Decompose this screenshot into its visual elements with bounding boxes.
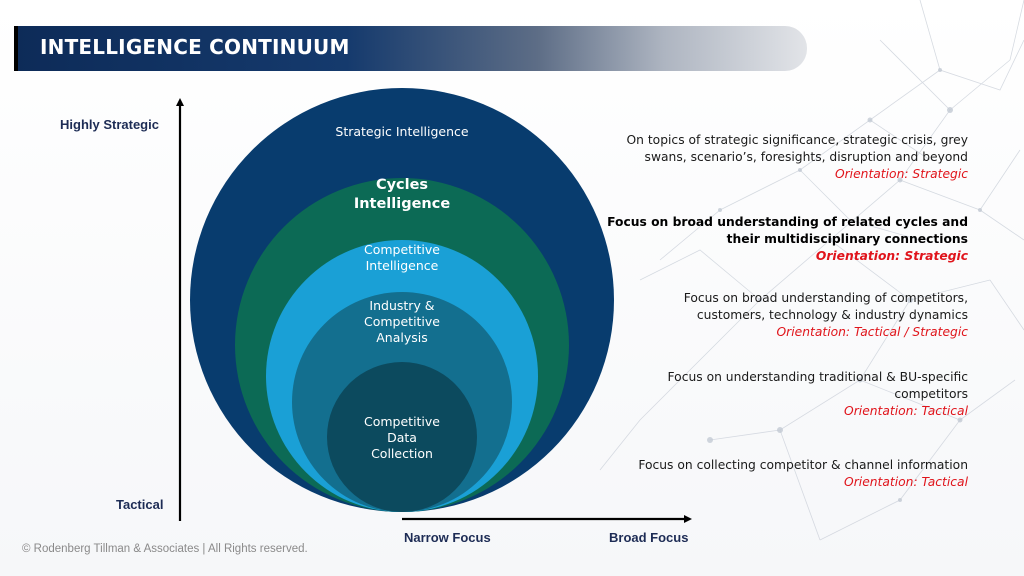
description-data-collection: Focus on collecting competitor & channel… [638, 457, 968, 491]
orientation-label: Orientation: Strategic [815, 249, 968, 263]
orientation-label: Orientation: Strategic [834, 167, 968, 181]
label-competitive-data-collection: Competitive Data Collection [363, 414, 440, 461]
description-industry: Focus on understanding traditional & BU-… [668, 369, 968, 420]
orientation-label: Orientation: Tactical [844, 475, 968, 489]
label-competitive-intelligence: Competitive Intelligence [363, 242, 440, 273]
description-text: Focus on understanding traditional & BU-… [667, 370, 968, 401]
circle-competitive-data-collection [327, 362, 477, 512]
page-title: INTELLIGENCE CONTINUUM [40, 35, 350, 59]
orientation-label: Orientation: Tactical [844, 404, 968, 418]
title-bar: INTELLIGENCE CONTINUUM [14, 26, 807, 71]
description-text: Focus on collecting competitor & channel… [638, 458, 968, 472]
description-text: Focus on broad understanding of related … [607, 215, 968, 246]
x-axis-right-label: Broad Focus [609, 530, 689, 545]
description-strategic: On topics of strategic significance, str… [626, 132, 968, 183]
label-strategic-intelligence: Strategic Intelligence [335, 124, 469, 139]
description-cycles: Focus on broad understanding of related … [607, 214, 968, 265]
y-axis-top-label: Highly Strategic [60, 117, 159, 132]
label-industry-analysis: Industry & Competitive Analysis [363, 298, 440, 345]
description-text: On topics of strategic significance, str… [626, 133, 968, 164]
copyright-footer: © Rodenberg Tillman & Associates | All R… [22, 543, 308, 555]
x-axis-left-label: Narrow Focus [404, 530, 491, 545]
y-axis-bottom-label: Tactical [116, 497, 164, 512]
description-text: Focus on broad understanding of competit… [683, 291, 968, 322]
label-cycles-intelligence: Cycles Intelligence [353, 177, 451, 212]
orientation-label: Orientation: Tactical / Strategic [776, 325, 969, 339]
description-competitive: Focus on broad understanding of competit… [684, 290, 968, 341]
title-accent-stripe [14, 26, 18, 71]
